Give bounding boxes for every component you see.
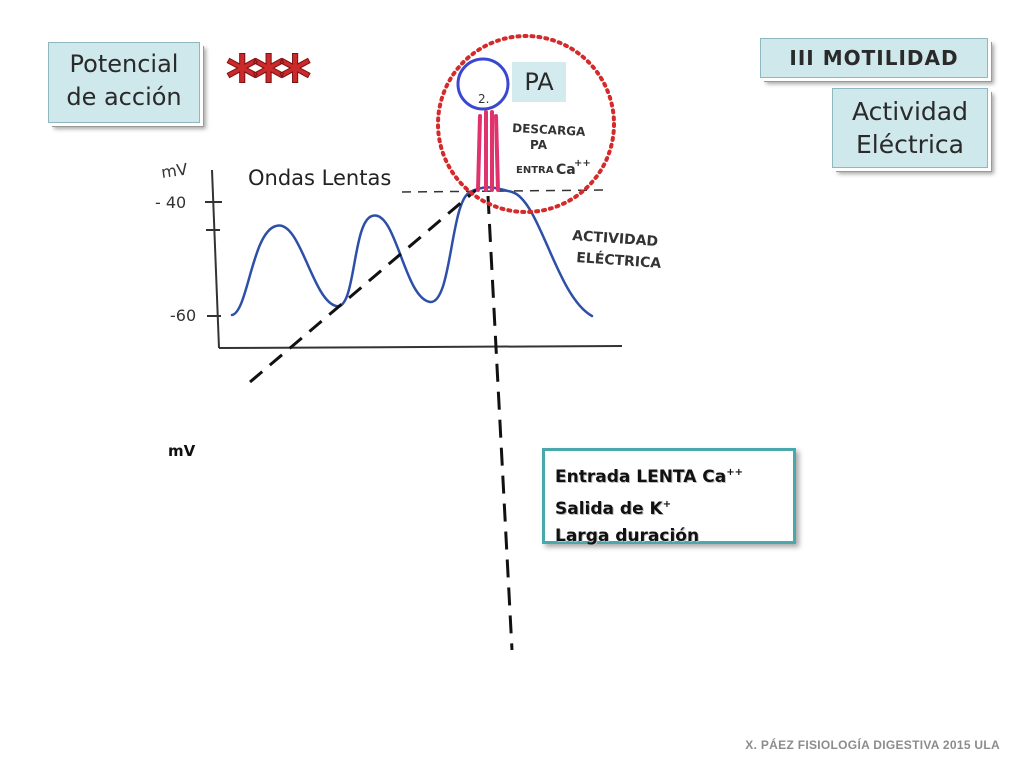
entra-label: ENTRA (516, 165, 554, 176)
pa-handwritten-label: PA (530, 138, 548, 152)
tick-upper-label: - 40 (155, 193, 186, 212)
pa-box: PA (512, 62, 566, 102)
entrada-line2: Salida de K+ (555, 499, 672, 519)
slow-wave-curve (230, 186, 594, 318)
highlight-dotted-circle (436, 34, 616, 214)
motilidad-box: III MOTILIDAD (760, 38, 988, 78)
number-2-label: 2. (478, 92, 489, 106)
actividad-line1: Actividad (852, 97, 968, 126)
potencial-de-accion-box: Potencial de acción (48, 42, 200, 123)
footer-credit: X. PÁEZ FISIOLOGÍA DIGESTIVA 2015 ULA (745, 738, 1000, 752)
actividad-electrica-box: Actividad Eléctrica (832, 88, 988, 168)
descarga-label: DESCARGA (512, 121, 587, 139)
entrada-lenta-box: Entrada LENTA Ca++ Salida de K+ Larga du… (542, 448, 796, 546)
potencial-line1: Potencial (69, 50, 179, 78)
projection-line-left (249, 188, 477, 384)
ca-label: Ca (556, 162, 576, 178)
ondas-lentas-label: Ondas Lentas (248, 166, 392, 190)
stars-icon: *** (226, 42, 311, 115)
entrada-line3: Larga duración (555, 526, 700, 546)
x-axis (218, 345, 623, 349)
entrada-line1: Entrada LENTA Ca++ (555, 467, 743, 487)
motilidad-label: III MOTILIDAD (789, 46, 959, 70)
highlight-blue-circle (456, 57, 510, 111)
axis-unit-label: mV (160, 159, 189, 182)
action-potential-spikes (476, 110, 500, 192)
actividad-line2: Eléctrica (856, 130, 964, 159)
potencial-line2: de acción (66, 83, 182, 111)
mv-bottom-label: mV (168, 442, 196, 460)
actividad-handwritten-label: ACTIVIDAD (572, 228, 659, 250)
y-axis (211, 169, 220, 349)
pa-label: PA (524, 68, 554, 96)
electrica-handwritten-label: ELÉCTRICA (576, 249, 662, 272)
projection-line-down (486, 195, 514, 651)
tick-lower-label: -60 (170, 306, 196, 325)
ca-plus-label: ++ (574, 158, 591, 169)
